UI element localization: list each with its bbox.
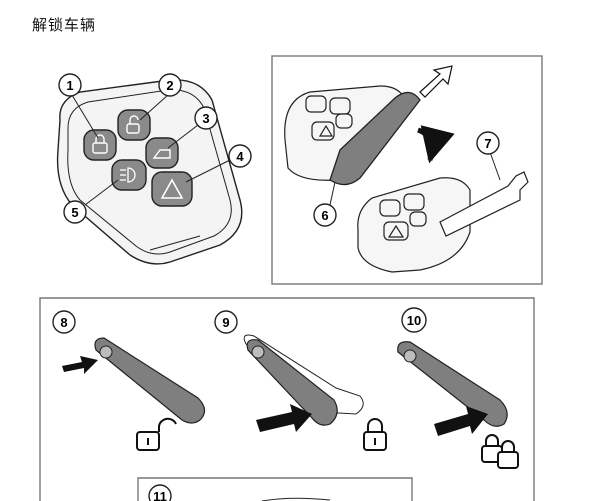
- key-fob: [56, 79, 243, 265]
- headlight-button: [111, 159, 147, 191]
- figure-frame-lower: [39, 297, 535, 501]
- callout-8: 8: [52, 310, 76, 334]
- key-blade: [94, 337, 206, 424]
- cover-blade: [329, 91, 421, 186]
- unlock-button: [117, 109, 151, 141]
- callout-4: 4: [228, 144, 252, 168]
- svg-text:7: 7: [484, 136, 491, 151]
- callout-7: 7: [476, 131, 500, 155]
- callout-3: 3: [194, 106, 218, 130]
- callout-2: 2: [158, 73, 182, 97]
- step-11: 11: [137, 477, 413, 501]
- svg-text:2: 2: [166, 78, 173, 93]
- lock-padlock-icon: [363, 418, 387, 451]
- lock-icon: [92, 134, 108, 154]
- tailgate-button: [145, 137, 179, 169]
- unlock-padlock-icon: [136, 417, 177, 451]
- push-arrow-icon: [256, 404, 312, 432]
- figure-frame: [271, 55, 543, 285]
- callout-9: 9: [214, 310, 238, 334]
- callout-6: 6: [313, 203, 337, 227]
- svg-text:4: 4: [236, 149, 244, 164]
- tailgate-icon: [152, 149, 171, 159]
- blade-operation-figure: 8 9: [39, 297, 535, 501]
- slide-arrow-icon: [419, 65, 453, 98]
- svg-text:11: 11: [153, 489, 167, 501]
- key-blade: [246, 339, 338, 426]
- key-fob-lower: [357, 177, 471, 273]
- step-10-double-lock: 10: [397, 307, 519, 469]
- svg-text:6: 6: [321, 208, 328, 223]
- svg-text:10: 10: [407, 313, 421, 328]
- warning-triangle-icon: [160, 178, 184, 199]
- svg-text:3: 3: [202, 111, 209, 126]
- double-lock-padlock-icon: [481, 434, 519, 469]
- page-title: 解锁车辆: [32, 16, 97, 34]
- svg-text:1: 1: [66, 78, 73, 93]
- svg-text:8: 8: [60, 315, 67, 330]
- callout-10: 10: [401, 307, 427, 333]
- emergency-key-blade: [439, 171, 529, 237]
- headlight-icon: [120, 167, 136, 183]
- push-arrow-icon: [434, 406, 488, 436]
- key-blade: [397, 341, 508, 427]
- curved-arrow-icon: [417, 125, 455, 164]
- step-8-unlock: 8: [52, 310, 206, 451]
- blade-removal-figure: 6 7: [271, 55, 543, 285]
- unlock-icon: [126, 115, 140, 134]
- svg-text:5: 5: [71, 205, 78, 220]
- callout-11: 11: [148, 484, 172, 501]
- push-arrow-icon: [62, 356, 98, 374]
- callout-1: 1: [58, 73, 82, 97]
- key-fob-figure: 1 2 3 4 5: [56, 73, 252, 265]
- panic-button: [151, 171, 193, 207]
- svg-text:9: 9: [222, 315, 229, 330]
- key-fob-upper: [284, 85, 406, 181]
- step-9-lock: 9: [214, 310, 387, 451]
- lock-button: [83, 129, 117, 161]
- callout-5: 5: [63, 200, 87, 224]
